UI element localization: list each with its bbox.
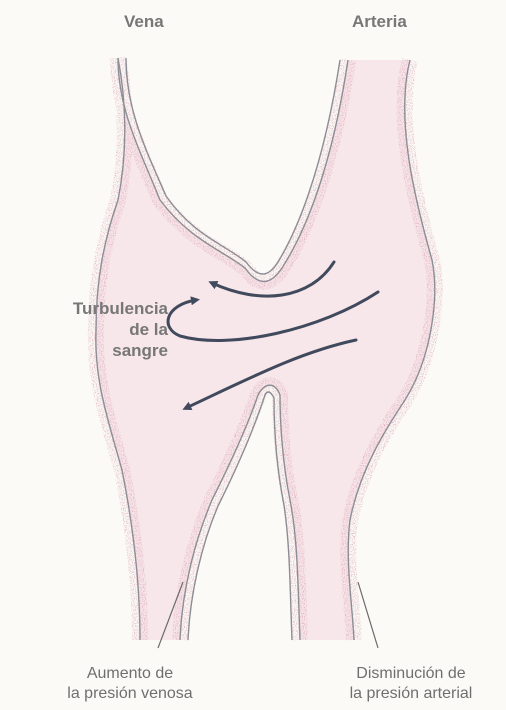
turbulence-label: Turbulencia de la sangre bbox=[8, 298, 168, 361]
turbulence-line-3: sangre bbox=[8, 340, 168, 361]
vein-label: Vena bbox=[124, 12, 164, 32]
arterial-caption-line-2: la presión arterial bbox=[318, 684, 504, 704]
venous-caption-line-1: Aumento de bbox=[20, 664, 240, 684]
arterial-pressure-caption: Disminución de la presión arterial bbox=[318, 664, 504, 704]
arterial-caption-line-1: Disminución de bbox=[318, 664, 504, 684]
venous-caption-line-2: la presión venosa bbox=[20, 684, 240, 704]
artery-label: Arteria bbox=[352, 12, 407, 32]
turbulence-line-1: Turbulencia bbox=[8, 298, 168, 319]
venous-pressure-caption: Aumento de la presión venosa bbox=[20, 664, 240, 704]
turbulence-line-2: de la bbox=[8, 319, 168, 340]
